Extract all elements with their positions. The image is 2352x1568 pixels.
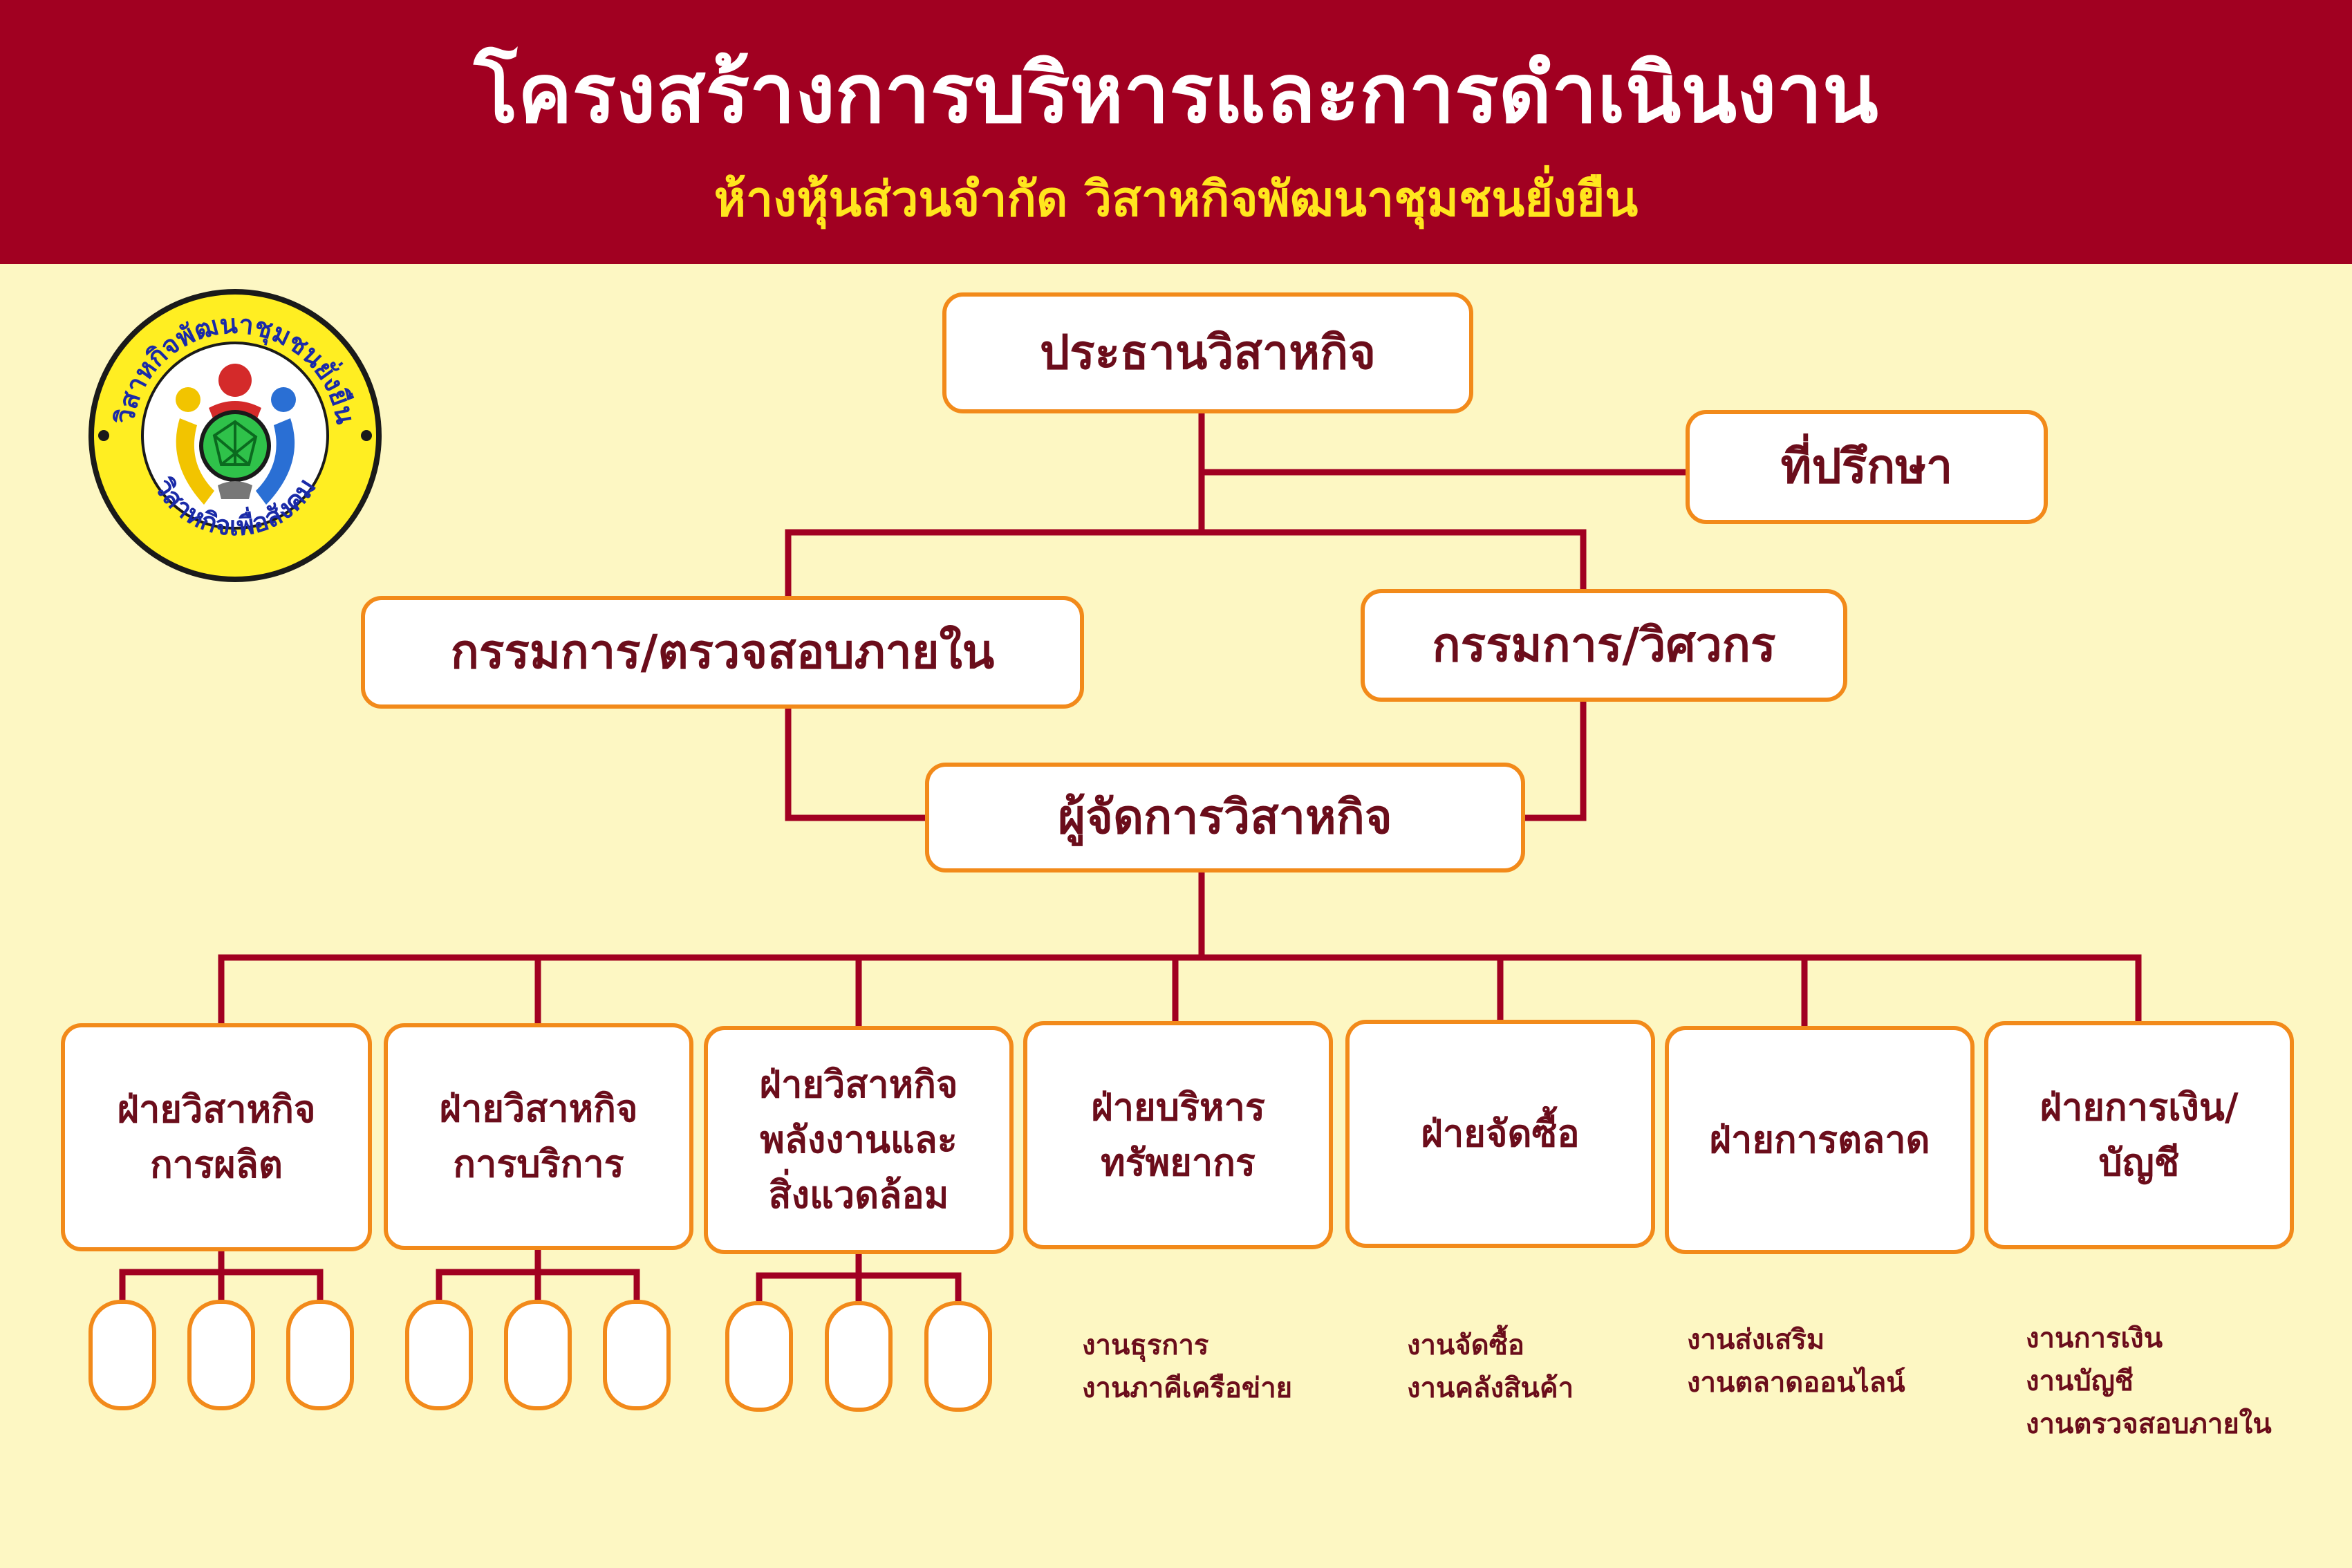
department-label: ฝ่ายจัดซื้อ bbox=[1421, 1112, 1580, 1155]
department-label: ฝ่ายการเงิน/ bbox=[2040, 1085, 2239, 1129]
committee-engineer-box: กรรมการ/วิศวกร bbox=[1361, 589, 1847, 702]
department-box-production: ฝ่ายวิสาหกิจ การผลิต bbox=[61, 1023, 372, 1251]
department-label: ทรัพยากร bbox=[1101, 1141, 1256, 1184]
department-label: ฝ่ายบริหาร bbox=[1091, 1085, 1265, 1129]
chairman-box: ประธานวิสาหกิจ bbox=[942, 292, 1473, 413]
sub-unit-box bbox=[286, 1300, 354, 1410]
department-box-service: ฝ่ายวิสาหกิจ การบริการ bbox=[384, 1023, 693, 1250]
task-item: งานตลาดออนไลน์ bbox=[1687, 1367, 1905, 1399]
manager-label: ผู้จัดการวิสาหกิจ bbox=[1058, 790, 1392, 845]
task-item: งานตรวจสอบภายใน bbox=[2026, 1408, 2272, 1440]
task-item: งานส่งเสริม bbox=[1687, 1324, 1825, 1356]
department-label: พลังงานและ bbox=[760, 1118, 958, 1161]
department-label: สิ่งแวดล้อม bbox=[768, 1173, 949, 1217]
sub-unit-box bbox=[924, 1301, 992, 1412]
department-label: ฝ่ายวิสาหกิจ bbox=[439, 1087, 638, 1130]
advisor-box: ที่ปรึกษา bbox=[1686, 410, 2048, 524]
task-item: งานคลังสินค้า bbox=[1407, 1372, 1574, 1404]
sub-unit-box bbox=[504, 1300, 572, 1410]
task-item: งานภาคีเครือข่าย bbox=[1082, 1372, 1293, 1404]
sub-unit-box bbox=[405, 1300, 473, 1410]
advisor-label: ที่ปรึกษา bbox=[1780, 439, 1953, 494]
task-list-finance: งานการเงิน งานบัญชี งานตรวจสอบภายใน bbox=[2026, 1317, 2272, 1446]
sub-unit-box bbox=[88, 1300, 156, 1410]
task-list-purchasing: งานจัดซื้อ งานคลังสินค้า bbox=[1407, 1324, 1574, 1410]
task-list-marketing: งานส่งเสริม งานตลาดออนไลน์ bbox=[1687, 1318, 1905, 1404]
manager-box: ผู้จัดการวิสาหกิจ bbox=[925, 763, 1525, 872]
task-item: งานบัญชี bbox=[2026, 1365, 2134, 1397]
people-emblem-icon bbox=[176, 364, 296, 505]
enterprise-logo: วิสาหกิจพัฒนาชุมชนยั่งยืน วิสาหกิจเพื่อส… bbox=[88, 289, 382, 582]
department-label: บัญชี bbox=[2098, 1141, 2180, 1184]
task-item: งานจัดซื้อ bbox=[1407, 1329, 1524, 1361]
sub-unit-box bbox=[187, 1300, 255, 1410]
task-item: งานการเงิน bbox=[2026, 1323, 2163, 1354]
sub-unit-box bbox=[725, 1301, 793, 1412]
committee-audit-box: กรรมการ/ตรวจสอบภายใน bbox=[361, 596, 1084, 709]
chairman-label: ประธานวิสาหกิจ bbox=[1039, 325, 1376, 380]
sub-unit-box bbox=[603, 1300, 671, 1410]
committee-engineer-label: กรรมการ/วิศวกร bbox=[1432, 617, 1776, 673]
department-label: การบริการ bbox=[453, 1142, 624, 1186]
department-box-finance: ฝ่ายการเงิน/ บัญชี bbox=[1984, 1021, 2294, 1249]
department-label: ฝ่ายวิสาหกิจ bbox=[759, 1063, 958, 1106]
department-box-marketing: ฝ่ายการตลาด bbox=[1665, 1026, 1975, 1254]
department-label: ฝ่ายการตลาด bbox=[1709, 1118, 1930, 1161]
sub-unit-box bbox=[825, 1301, 893, 1412]
department-box-resources: ฝ่ายบริหาร ทรัพยากร bbox=[1023, 1021, 1333, 1249]
task-item: งานธุรการ bbox=[1082, 1329, 1209, 1361]
department-box-purchasing: ฝ่ายจัดซื้อ bbox=[1345, 1020, 1655, 1248]
page-title: โครงสร้างการบริหารและการดำเนินงาน bbox=[474, 46, 1878, 141]
department-label: ฝ่ายวิสาหกิจ bbox=[117, 1088, 316, 1131]
task-list-resources: งานธุรการ งานภาคีเครือข่าย bbox=[1082, 1324, 1292, 1410]
department-box-energy-environment: ฝ่ายวิสาหกิจ พลังงานและ สิ่งแวดล้อม bbox=[704, 1026, 1014, 1254]
page-subtitle: ห้างหุ้นส่วนจำกัด วิสาหกิจพัฒนาชุมชนยั่ง… bbox=[713, 171, 1639, 227]
committee-audit-label: กรรมการ/ตรวจสอบภายใน bbox=[450, 624, 995, 680]
department-label: การผลิต bbox=[150, 1143, 283, 1186]
header-banner: โครงสร้างการบริหารและการดำเนินงาน ห้างหุ… bbox=[0, 0, 2352, 264]
